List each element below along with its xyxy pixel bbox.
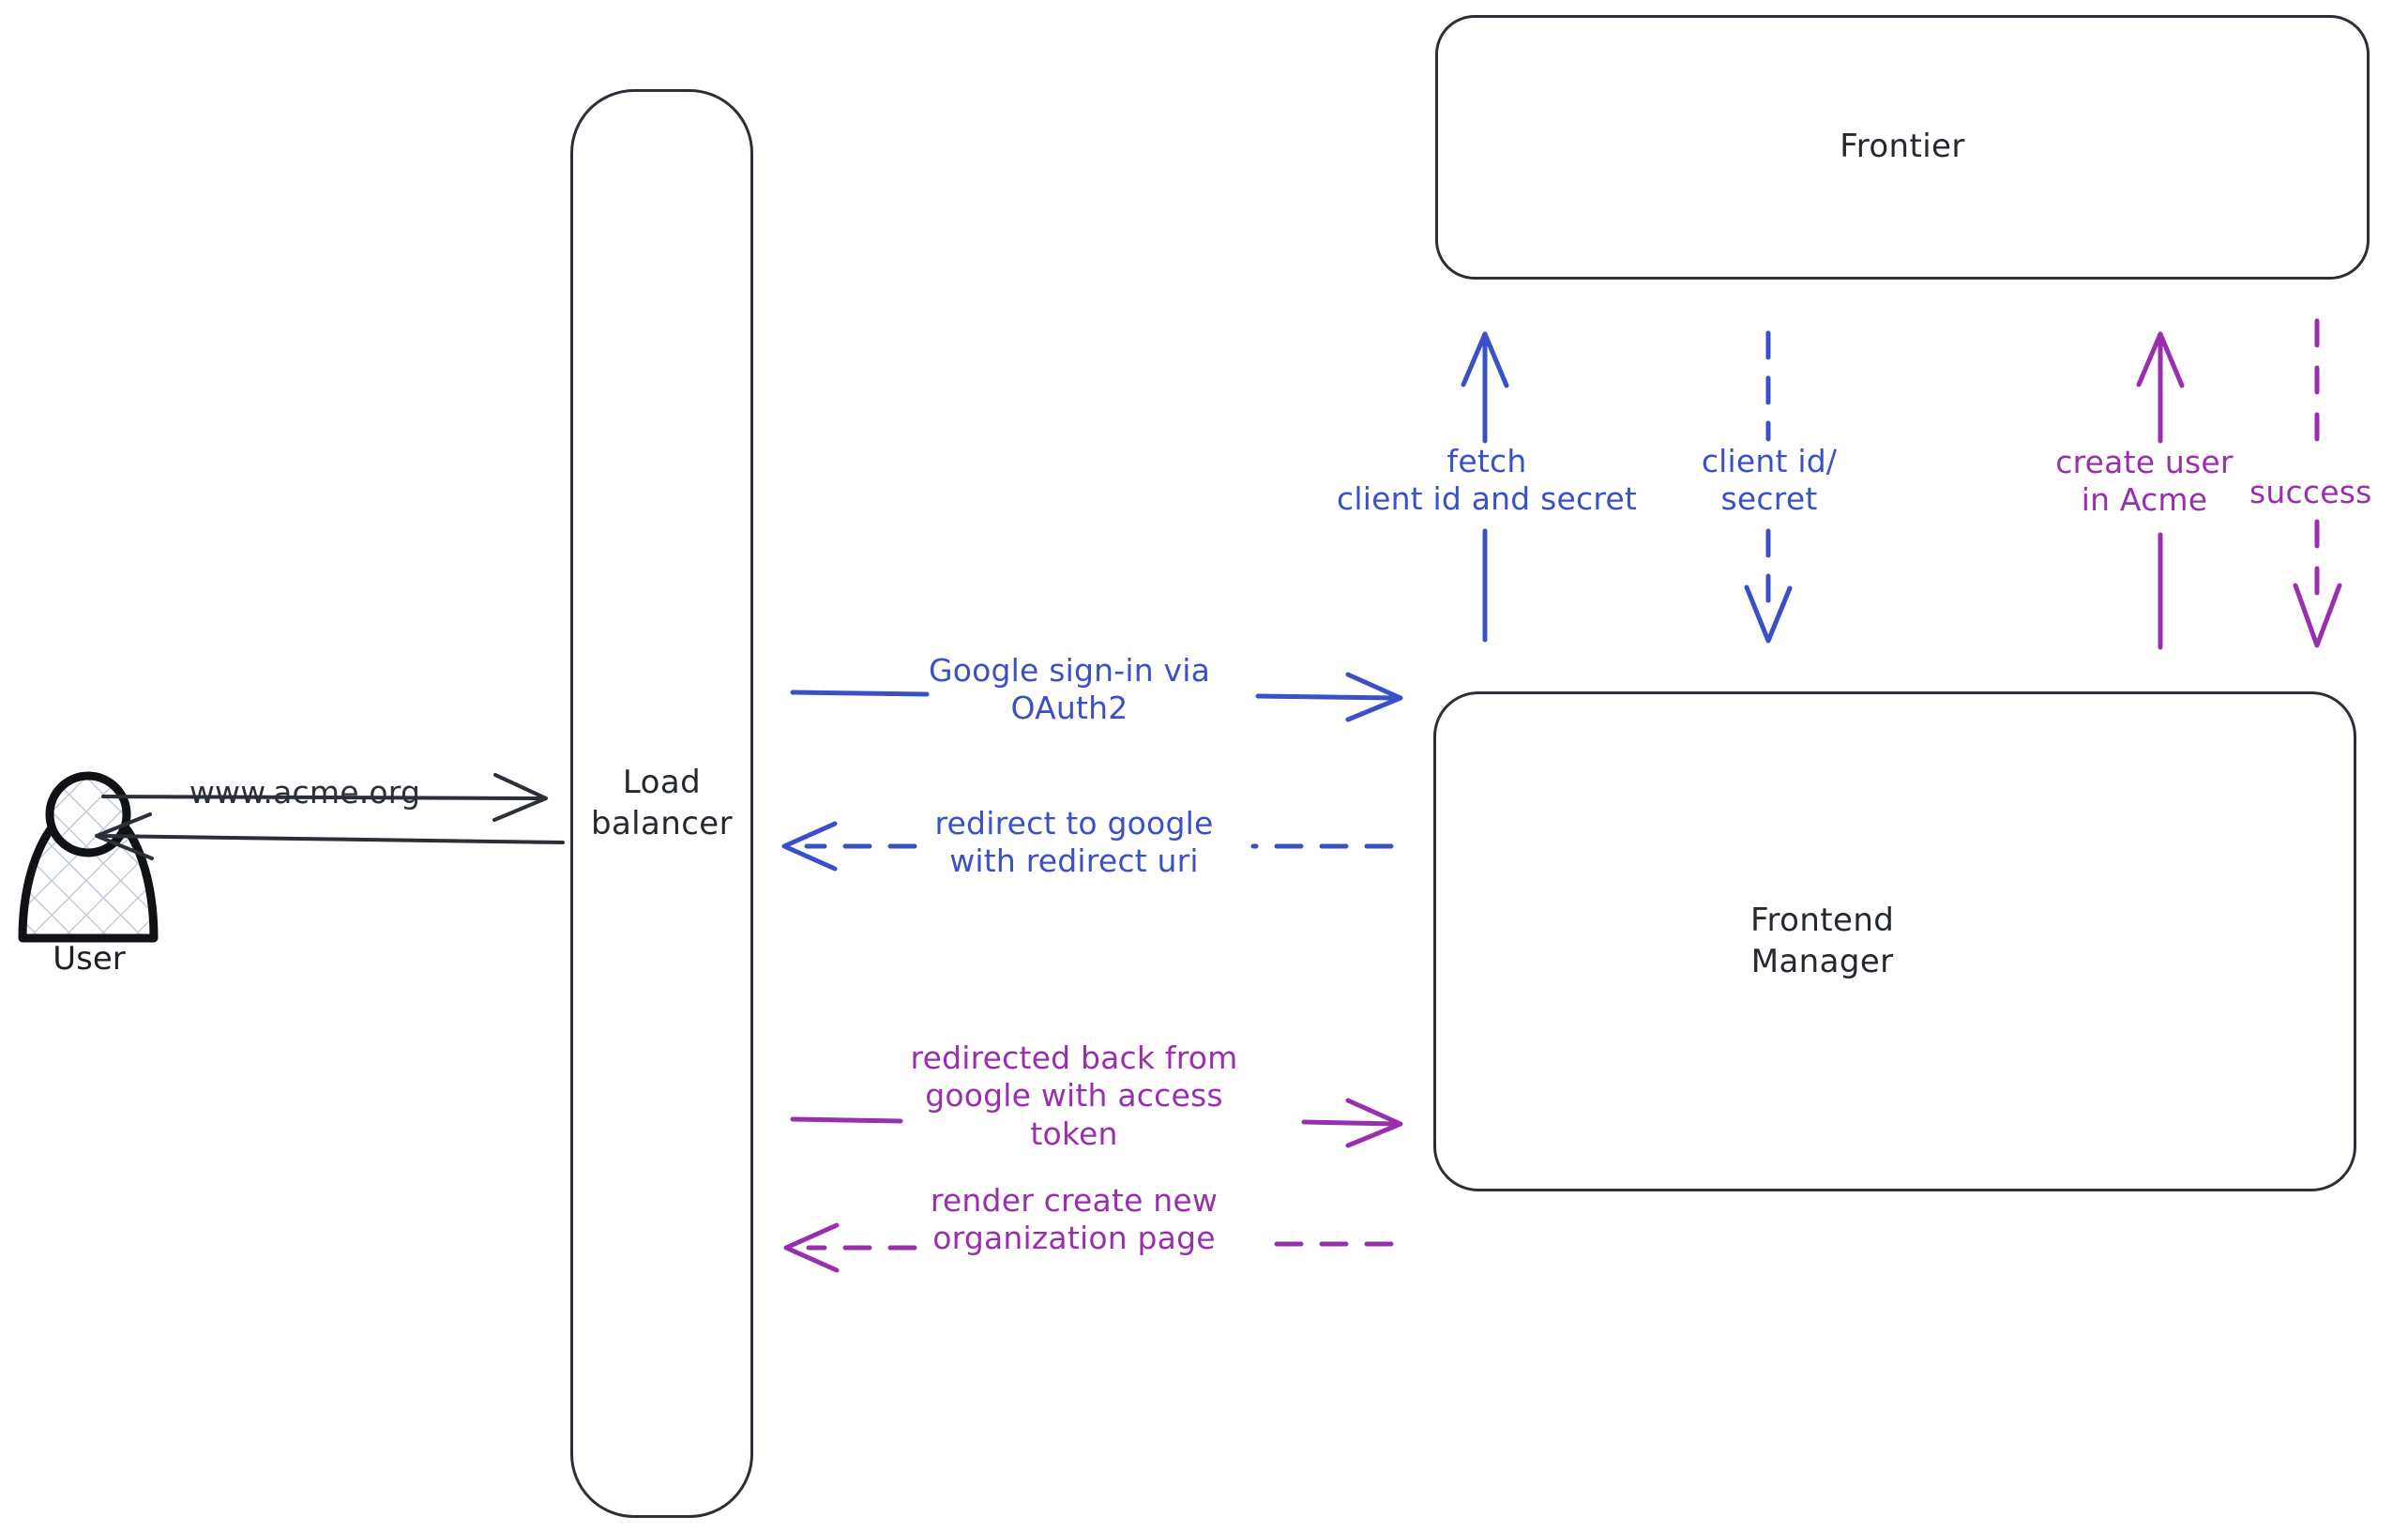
user-actor-label: User — [53, 940, 126, 978]
node-load-balancer-label: Load balancer — [590, 763, 734, 842]
edge-label-fm-to-lb-redirect: redirect to google with redirect uri — [934, 805, 1214, 880]
edge-lb-to-fm-signin — [790, 672, 1403, 722]
edge-user-to-lb — [101, 773, 548, 822]
node-frontend-manager-label: Frontend Manager — [1750, 901, 1895, 980]
edge-label-lb-to-fm-token: redirected back from google with access … — [910, 1039, 1238, 1152]
node-frontier-label: Frontier — [1840, 128, 1965, 166]
edge-fm-to-frontier-fetch — [1461, 331, 1509, 643]
edge-fm-to-lb-redirect — [781, 821, 1394, 872]
edge-frontier-to-fm-creds — [1744, 330, 1793, 644]
edge-label-frontier-to-fm-success: success — [2249, 474, 2372, 510]
edge-lb-to-user — [95, 812, 565, 860]
user-actor-icon — [18, 771, 159, 943]
edge-label-user-to-lb: www.acme.org — [189, 774, 421, 811]
edge-label-lb-to-fm-signin: Google sign-in via OAuth2 — [928, 652, 1211, 727]
edge-fm-to-lb-render — [783, 1222, 1394, 1273]
edge-label-frontier-to-fm-creds: client id/ secret — [1701, 443, 1838, 518]
node-frontend-manager[interactable]: Frontend Manager — [1433, 691, 2356, 1191]
edge-frontier-to-fm-success — [2293, 318, 2342, 648]
edge-fm-to-frontier-create-user — [2136, 331, 2185, 650]
node-load-balancer[interactable]: Load balancer — [570, 89, 753, 1518]
edge-label-fm-to-lb-render: render create new organization page — [930, 1182, 1219, 1257]
node-frontier[interactable]: Frontier — [1435, 15, 2370, 280]
edge-lb-to-fm-token — [790, 1098, 1403, 1148]
edge-label-fm-to-frontier-fetch: fetch client id and secret — [1336, 443, 1638, 518]
edge-label-fm-to-frontier-create-user: create user in Acme — [2055, 444, 2234, 519]
